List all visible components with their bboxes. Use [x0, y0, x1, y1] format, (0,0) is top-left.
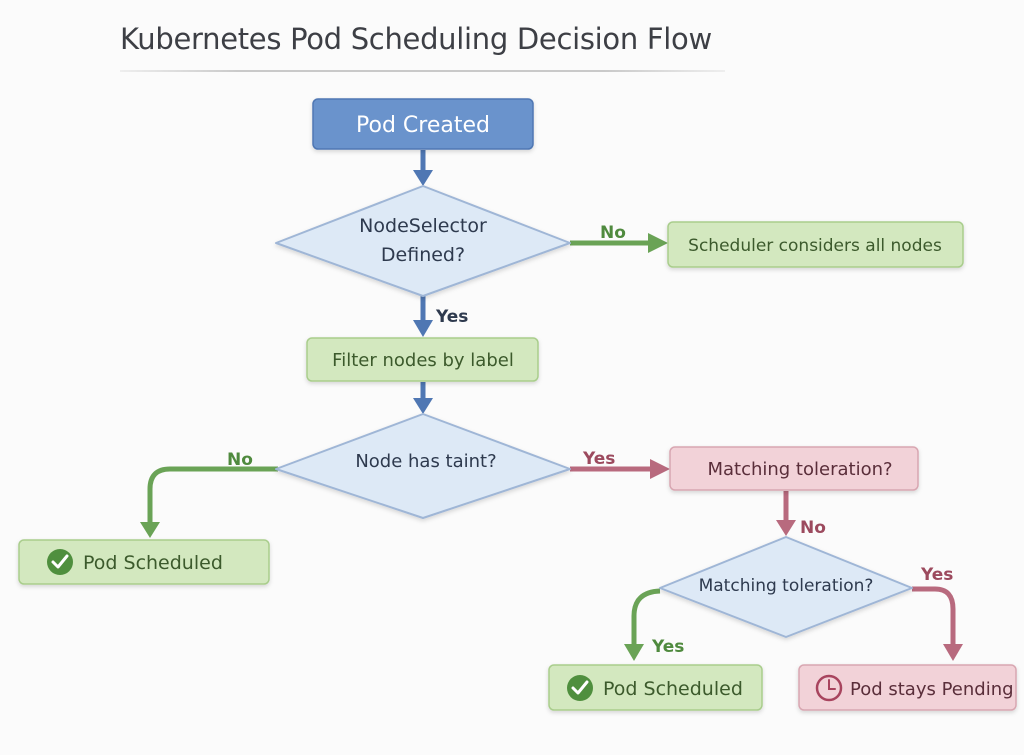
edge-toleration-no: [776, 491, 796, 536]
edge-toleration2-yes-left: [624, 588, 661, 661]
edge-label-toleration2-yes-right: Yes: [920, 565, 953, 585]
node-pod-scheduled-bottom: Pod Scheduled: [548, 664, 763, 711]
node-pod-scheduled-left: Pod Scheduled: [18, 539, 270, 585]
node-taint-decision: Node has taint?: [275, 413, 571, 519]
node-matching-toleration-box: Matching toleration?: [669, 446, 919, 491]
edge-label-nodeselector-no: No: [600, 223, 626, 243]
node-pod-created-label: Pod Created: [356, 113, 490, 138]
edge-label-nodeselector-yes: Yes: [435, 307, 468, 327]
edge-toleration2-yes-right: [912, 586, 963, 661]
node-nodeselector-label-1: NodeSelector: [359, 215, 487, 237]
node-filter-nodes: Filter nodes by label: [306, 337, 539, 382]
node-matching-toleration-decision: Matching toleration?: [659, 536, 913, 638]
clock-icon: [815, 674, 843, 702]
edge-label-toleration2-yes-left: Yes: [651, 637, 684, 657]
node-pod-pending: Pod stays Pending: [798, 664, 1017, 711]
edge-pod-to-nodeselector: [413, 150, 433, 186]
node-scheduler-all-nodes-label: Scheduler considers all nodes: [688, 236, 942, 256]
check-circle-icon: [47, 549, 73, 575]
edge-label-toleration-no: No: [800, 518, 826, 538]
node-matching-toleration-decision-label: Matching toleration?: [699, 576, 874, 596]
edge-taint-yes: [570, 459, 670, 479]
node-pod-scheduled-bottom-label: Pod Scheduled: [603, 678, 743, 700]
title-divider: [120, 70, 725, 72]
node-nodeselector-decision: NodeSelector Defined?: [275, 185, 571, 297]
edge-filter-to-taint: [413, 382, 433, 414]
edge-taint-no: [140, 466, 278, 538]
node-pod-created: Pod Created: [312, 98, 534, 150]
edge-label-taint-yes: Yes: [582, 449, 615, 469]
edge-nodeselector-no: [570, 233, 668, 253]
edge-nodeselector-yes: [413, 296, 433, 337]
node-scheduler-all-nodes: Scheduler considers all nodes: [667, 221, 964, 268]
node-taint-label: Node has taint?: [355, 451, 496, 472]
node-nodeselector-label-2: Defined?: [381, 244, 465, 266]
node-pod-scheduled-left-label: Pod Scheduled: [83, 552, 223, 574]
node-filter-nodes-label: Filter nodes by label: [332, 350, 514, 371]
diagram-title: Kubernetes Pod Scheduling Decision Flow: [120, 22, 712, 56]
check-circle-icon: [567, 675, 593, 701]
edge-label-taint-no: No: [227, 450, 253, 470]
node-matching-toleration-box-label: Matching toleration?: [707, 459, 892, 480]
node-pod-pending-label: Pod stays Pending: [850, 679, 1014, 700]
